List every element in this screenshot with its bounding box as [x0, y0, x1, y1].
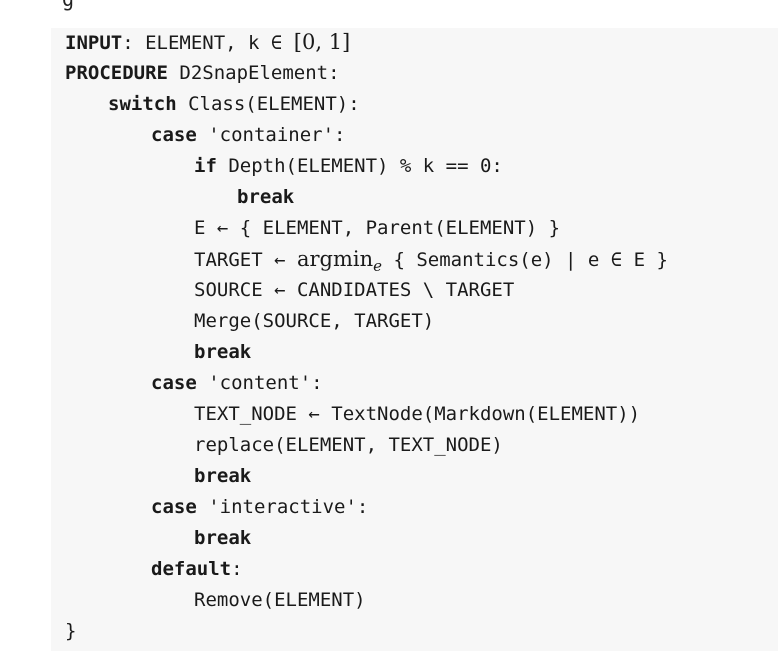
keyword-case: case: [151, 372, 197, 394]
keyword-break: break: [194, 341, 252, 363]
code-line-default: default:: [151, 554, 243, 585]
code-line-closing-brace: }: [65, 616, 76, 647]
keyword-input: INPUT: [65, 32, 123, 54]
keyword-case: case: [151, 496, 197, 518]
keyword-case: case: [151, 124, 197, 146]
keyword-switch: switch: [108, 93, 177, 115]
code-line-switch: switch Class(ELEMENT):: [108, 89, 360, 120]
statement-text: E ← { ELEMENT, Parent(ELEMENT) }: [194, 217, 561, 239]
procedure-name: D2SnapElement:: [167, 62, 340, 84]
statement-text: TEXT_NODE ← TextNode(Markdown(ELEMENT)): [194, 403, 641, 425]
code-line-input: INPUT: ELEMENT, k ∈ [0, 1]: [65, 27, 350, 58]
statement-text: SOURCE ← CANDIDATES \ TARGET: [194, 279, 515, 301]
statement-text: replace(ELEMENT, TEXT_NODE): [194, 434, 503, 456]
previous-text-fragment: g: [62, 0, 74, 11]
switch-expression: Class(ELEMENT):: [176, 93, 360, 115]
code-line-break: break: [194, 337, 251, 368]
algorithm-listing: INPUT: ELEMENT, k ∈ [0, 1] PROCEDURE D2S…: [51, 28, 778, 651]
keyword-break: break: [237, 186, 295, 208]
keyword-if: if: [194, 155, 217, 177]
target-set-expression: { Semantics(e) | e ∈ E }: [382, 249, 668, 271]
code-line-case-container: case 'container':: [151, 120, 345, 151]
if-condition: Depth(ELEMENT) % k == 0:: [216, 155, 503, 177]
code-line-break: break: [194, 461, 251, 492]
code-line-remove: Remove(ELEMENT): [194, 585, 366, 616]
case-label-container: 'container':: [196, 124, 346, 146]
math-argmin: argmin: [296, 247, 374, 271]
code-line-if: if Depth(ELEMENT) % k == 0:: [194, 151, 503, 182]
case-label-content: 'content':: [196, 372, 323, 394]
code-line-target: TARGET ← argmine { Semantics(e) | e ∈ E …: [194, 244, 668, 275]
case-label-interactive: 'interactive':: [196, 496, 369, 518]
code-line-procedure: PROCEDURE D2SnapElement:: [65, 58, 340, 89]
default-colon: :: [231, 558, 243, 580]
code-line-source: SOURCE ← CANDIDATES \ TARGET: [194, 275, 514, 306]
closing-brace: }: [65, 620, 77, 642]
statement-text: Merge(SOURCE, TARGET): [194, 310, 435, 332]
input-params: : ELEMENT, k ∈: [122, 32, 294, 54]
math-interval: [0, 1]: [293, 30, 351, 54]
statement-text: Remove(ELEMENT): [194, 589, 366, 611]
keyword-break: break: [194, 527, 252, 549]
code-line-break: break: [237, 182, 294, 213]
keyword-break: break: [194, 465, 252, 487]
code-line-text-node: TEXT_NODE ← TextNode(Markdown(ELEMENT)): [194, 399, 640, 430]
code-line-merge: Merge(SOURCE, TARGET): [194, 306, 434, 337]
code-line-assign-e: E ← { ELEMENT, Parent(ELEMENT) }: [194, 213, 560, 244]
code-line-case-content: case 'content':: [151, 368, 323, 399]
code-line-replace: replace(ELEMENT, TEXT_NODE): [194, 430, 503, 461]
math-subscript-e: e: [373, 257, 382, 275]
keyword-default: default: [151, 558, 232, 580]
code-line-case-interactive: case 'interactive':: [151, 492, 368, 523]
keyword-procedure: PROCEDURE: [65, 62, 168, 84]
code-line-break: break: [194, 523, 251, 554]
target-assign: TARGET ←: [194, 249, 297, 271]
